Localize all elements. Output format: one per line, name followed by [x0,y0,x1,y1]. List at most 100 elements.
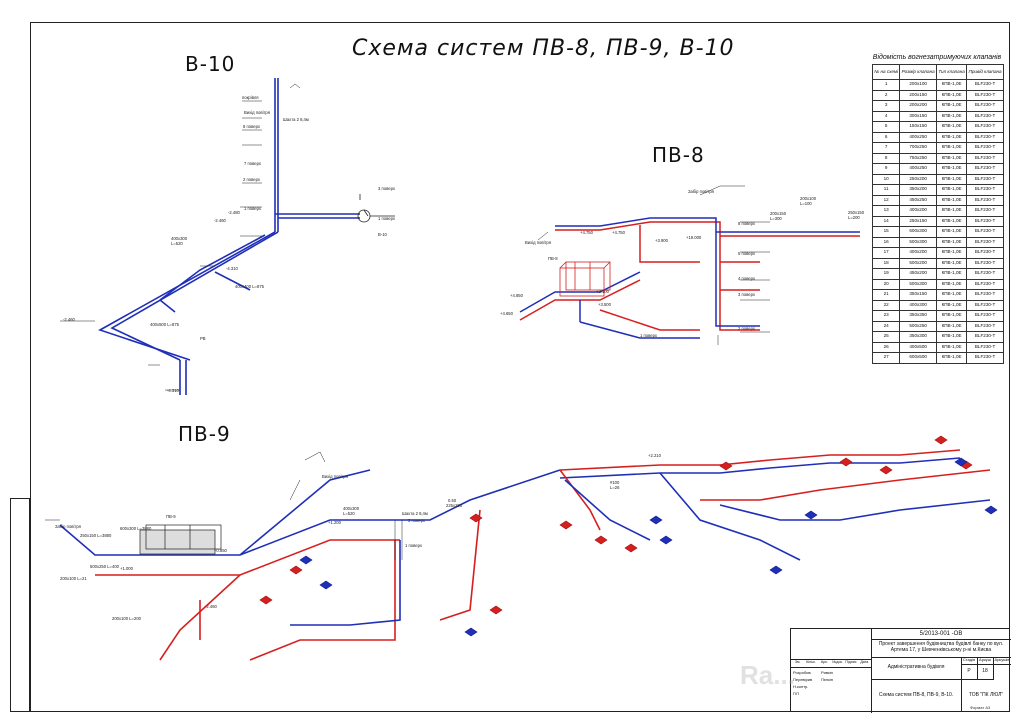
valve-size: 400х200 [899,205,938,217]
pv9-label-len6: L=520 [343,511,355,516]
valve-number: 27 [871,352,901,364]
stamp-roles: Розробив Перевірив Н.контр. ГІП [793,669,812,697]
valve-number: 12 [871,194,901,206]
valve-type: КПВ-1,0Е [936,163,968,175]
valve-number: 25 [871,331,901,343]
stamp-organisation: ТОВ "ПК ЛЮЛ" [968,691,1004,698]
stamp-role: Перевірив [793,677,813,682]
pv8-label-len1: L=300 [770,216,782,221]
valve-col-size: Розмір клапана [899,64,938,80]
pv9-labels: Вихід повітря Забір повітря ПВ-9 +1.200 … [55,453,662,621]
pv8-labels: Вихід повітря Забір повітря ПВ-8 +4.750 … [500,189,865,338]
valve-type: КПВ-1,0Е [936,320,968,332]
valve-drive: BLF230-T [966,142,1004,154]
v10-label-exhaust: Вихід повітря [244,110,270,115]
pv9-label-duct5: 200х100 L=200 [112,616,142,621]
drawing-title: Схема систем ПВ-8, ПВ-9, В-10 [352,36,735,61]
v10-label-floor3: 3 поверх [378,186,396,191]
pv8-label-elev4: +19.000 [686,235,702,240]
valve-type: КПВ-1,0Е [936,247,968,259]
valve-size: 350х350 [899,310,938,322]
valve-drive: BLF230-T [966,131,1004,143]
system-label-pv8: ПВ-8 [652,143,705,167]
valve-table-header: № на схемі Розмір клапана Тип клапана Пр… [871,64,1004,80]
valve-drive: BLF230-T [966,299,1004,311]
v10-label-floor2: 2 поверх [243,177,261,182]
system-pv9 [59,449,991,661]
valve-number: 16 [871,236,901,248]
valve-drive: BLF230-T [966,100,1004,112]
valve-drive: BLF230-T [966,320,1004,332]
pv8-label-len3: L=100 [800,201,812,206]
valve-number: 4 [871,110,901,122]
pv9-label-duct3: 500х250 L=400 [90,564,120,569]
valve-col-drive: Привід клапана [966,64,1004,80]
valve-size: 350х300 [899,331,938,343]
valve-number: 7 [871,142,901,154]
valve-number: 21 [871,289,901,301]
valve-number: 15 [871,226,901,238]
valve-number: 26 [871,341,901,353]
valve-drive: BLF230-T [966,194,1004,206]
valve-number: 17 [871,247,901,259]
valve-drive: BLF230-T [966,268,1004,280]
valve-number: 11 [871,184,901,196]
valve-drive: BLF230-T [966,278,1004,290]
valve-size: 400х500 [899,341,938,353]
valve-type: КПВ-1,0Е [936,184,968,196]
pv9-label-floor1: 1 поверх [405,543,423,548]
v10-label-len: L=520 [171,241,183,246]
valve-type: КПВ-1,0Е [936,299,968,311]
pv9-label-elev5: +2.210 [648,453,662,458]
stamp-qty-col: Кільк. [806,660,816,664]
valve-type: КПВ-1,0Е [936,352,968,364]
pv8-label-unit: ПВ-8 [548,256,558,261]
valve-drive: BLF230-T [966,152,1004,164]
stamp-project: Проект завершення будівництва будівлі ба… [871,639,1011,658]
v10-label-duct3: 400х300 [171,236,188,241]
pv8-label-elev3: +3.900 [655,238,669,243]
valve-type: КПВ-1,0Е [936,205,968,217]
valve-number: 24 [871,320,901,332]
pv9-label-unit: ПВ-9 [166,514,176,519]
pv8-label-elev2: +4.750 [612,230,626,235]
stamp-role: Н.контр. [793,684,809,689]
valve-size: 450х250 [899,194,938,206]
valve-type: КПВ-1,0Е [936,289,968,301]
valve-col-type: Тип клапана [936,64,968,80]
valve-type: КПВ-1,0Е [936,215,968,227]
valve-number: 10 [871,173,901,185]
valve-table-title: Відомість вогнезатримуючих клапанів [872,54,1002,61]
pv8-label-duct2: 250х150 [848,210,865,215]
pv9-label-elev1: +1.200 [328,520,342,525]
stamp-object: Адміністративна будівля [871,657,962,680]
valve-size: 300х150 [899,110,938,122]
valve-number: 19 [871,268,901,280]
v10-label-floor1: 1 поверх [244,206,262,211]
valve-size: 400х250 [899,131,938,143]
watermark-text: Ra... [740,660,795,690]
valve-size: 200х150 [899,89,938,101]
valve-drive: BLF230-T [966,341,1004,353]
valve-number: 9 [871,163,901,175]
pv8-label-duct3: 200х100 [800,196,817,201]
v10-label-elev5: -4.310 [167,388,180,393]
pv9-label-duct6: 400х300 [343,506,360,511]
stamp-stage: Р [961,664,978,680]
valve-size: 500х250 [899,320,938,332]
stamp-sheet-header: Аркуш [977,657,994,665]
system-pv8 [519,217,860,339]
pv9-label-duct1: 250х150 L=3880 [80,533,112,538]
